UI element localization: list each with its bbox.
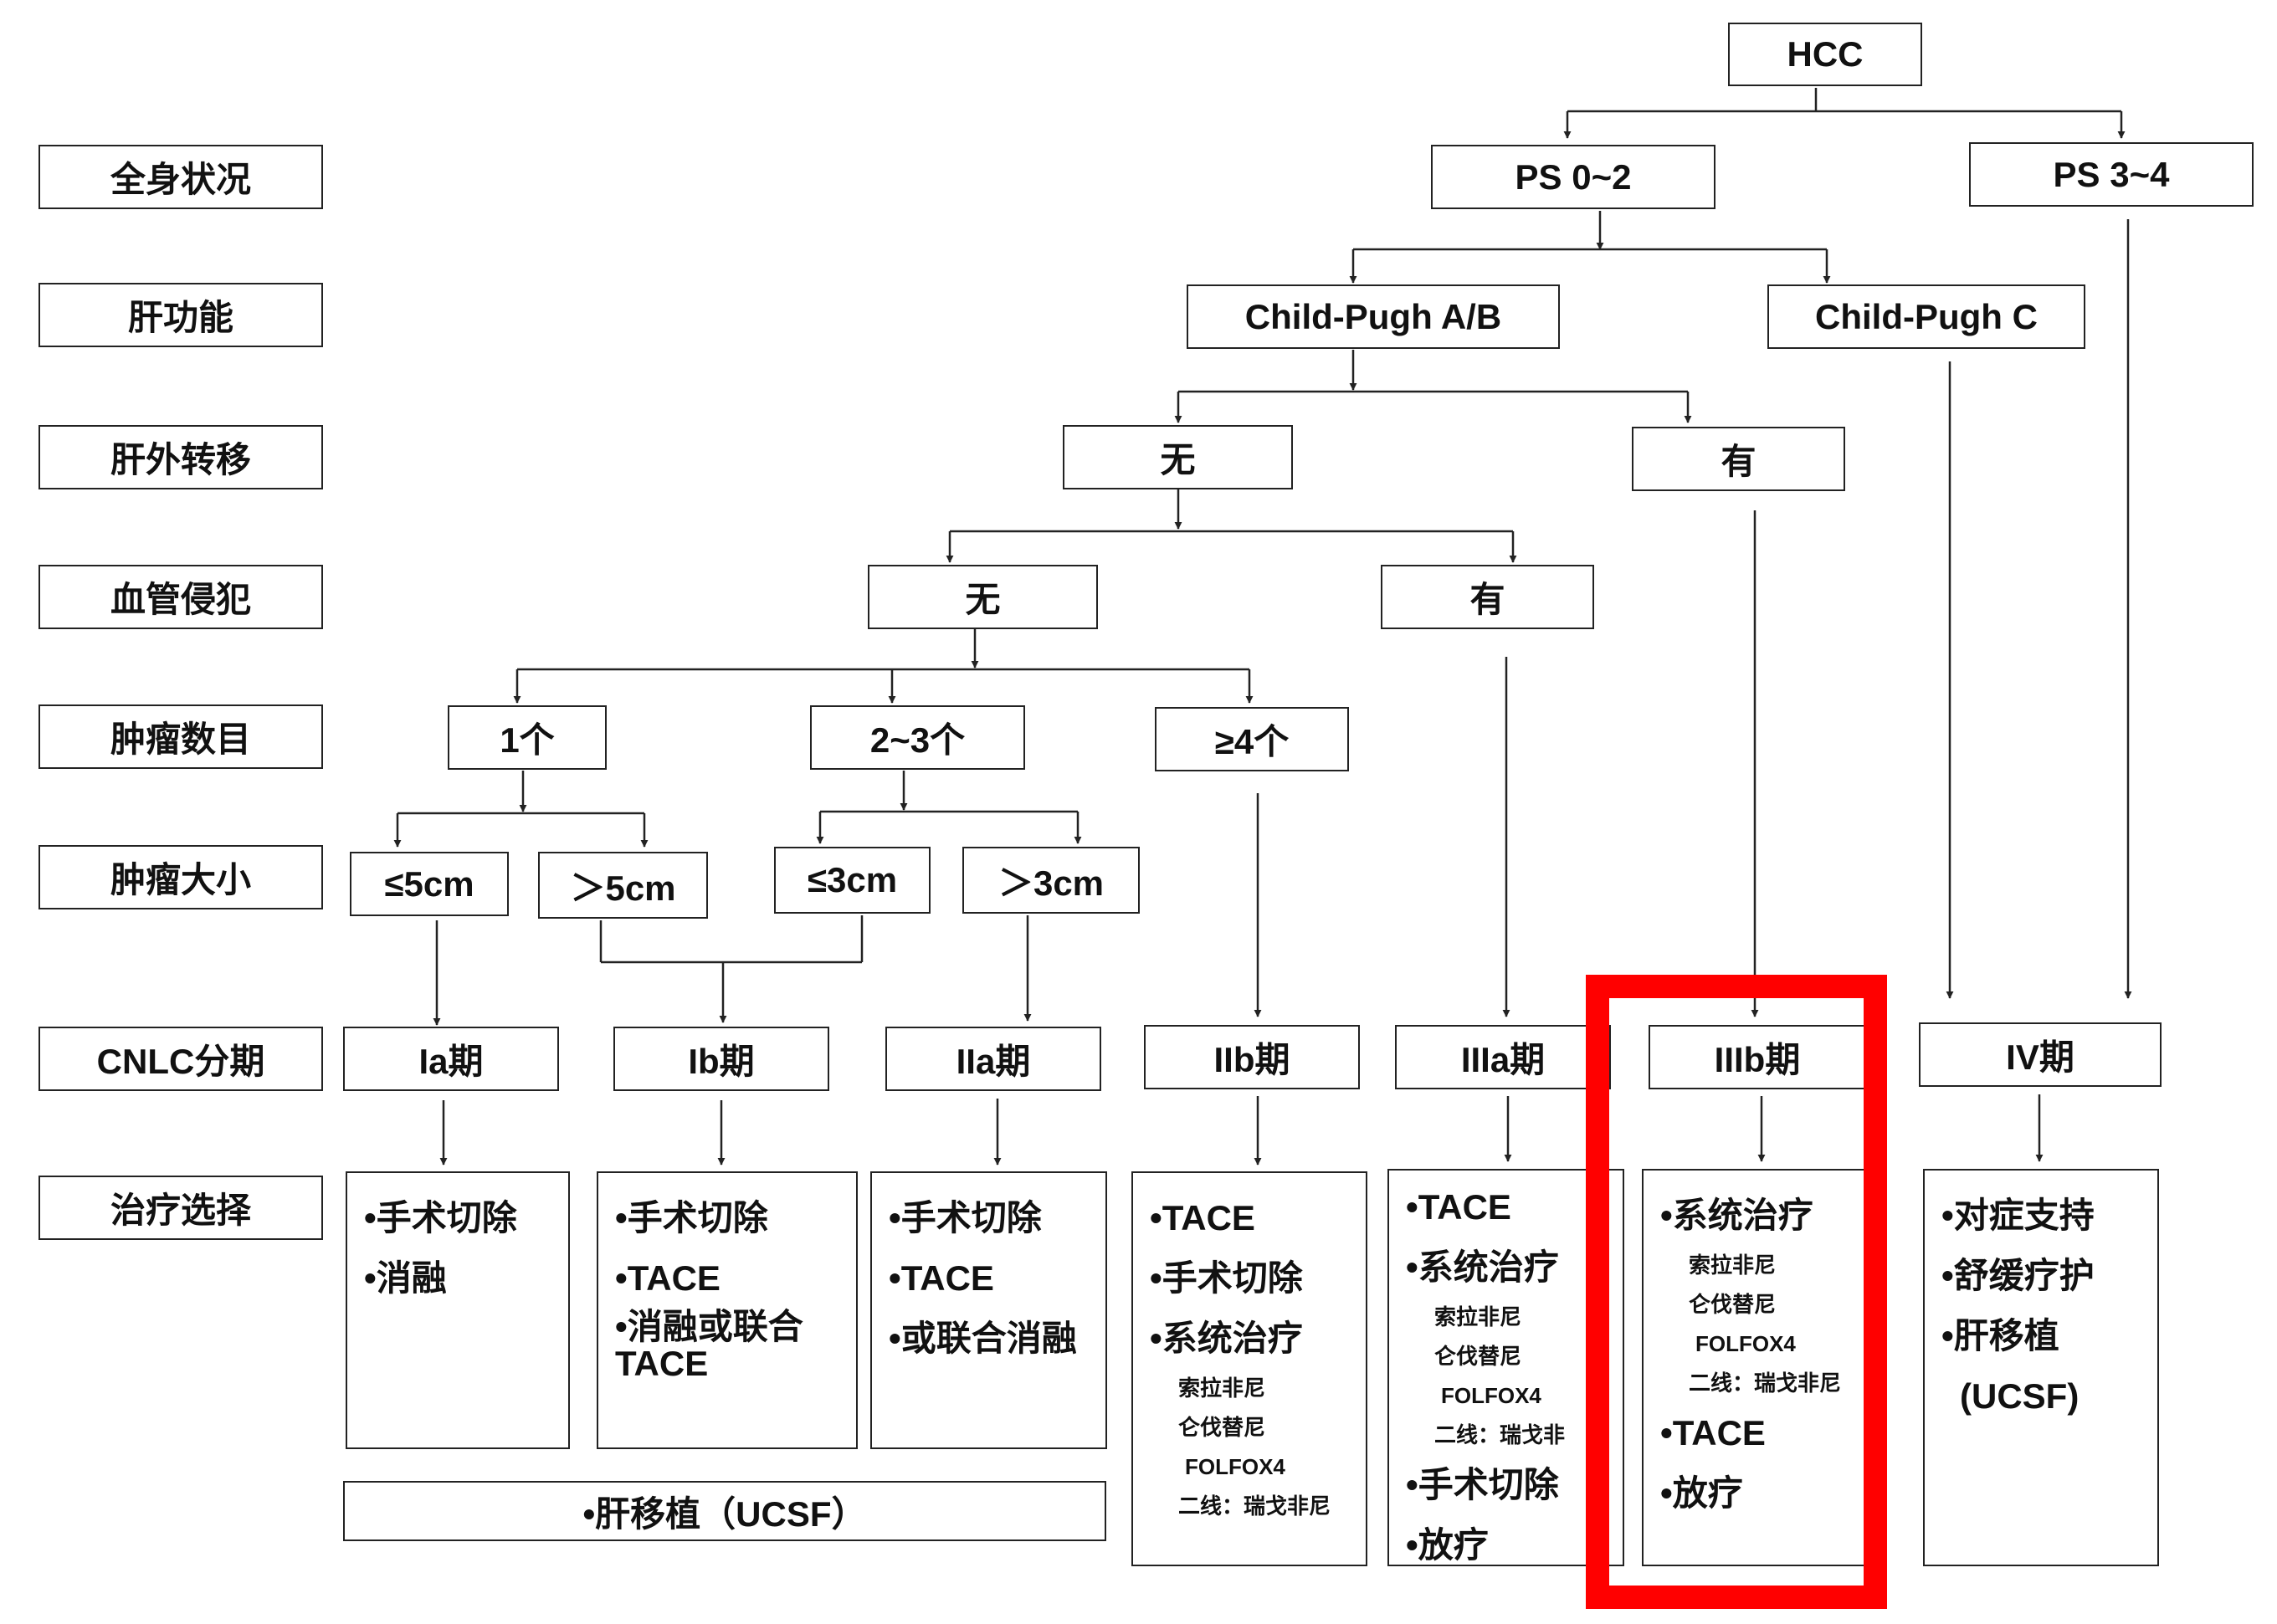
treatment-item: •TACE xyxy=(1406,1187,1511,1227)
treatment-iia: •手术切除 •TACE •或联合消融 xyxy=(870,1171,1107,1449)
treatment-item: •系统治疗 xyxy=(1406,1247,1559,1287)
treatment-item: •消融 xyxy=(364,1258,447,1298)
treatment-item: •舒缓疗护 xyxy=(1941,1256,2095,1295)
treatment-item: •手术切除 xyxy=(1150,1258,1303,1298)
treatment-item: •手术切除 xyxy=(615,1198,768,1237)
treatment-liver-transplant: •肝移植（UCSF） xyxy=(343,1481,1106,1541)
stage-iiia: IIIa期 xyxy=(1395,1025,1611,1089)
drug-name: FOLFOX4 xyxy=(1185,1454,1285,1479)
node-tumor-count-1: 1个 xyxy=(448,705,607,770)
drug-name: FOLFOX4 xyxy=(1441,1383,1541,1408)
row-label-liver-function: 肝功能 xyxy=(38,283,323,347)
treatment-iiia: •TACE •系统治疗 索拉非尼 仑伐替尼 FOLFOX4 二线：瑞戈非 •手术… xyxy=(1387,1169,1624,1566)
node-vascular-yes: 有 xyxy=(1381,565,1594,629)
drug-name: 索拉非尼 xyxy=(1689,1253,1777,1278)
node-ps-3-4: PS 3~4 xyxy=(1969,142,2254,207)
treatment-item: •放疗 xyxy=(1406,1525,1489,1565)
treatment-item: •TACE xyxy=(889,1258,994,1298)
stage-ia: Ia期 xyxy=(343,1027,559,1091)
row-label-tumor-size: 肿瘤大小 xyxy=(38,845,323,909)
row-label-cnlc-stage: CNLC分期 xyxy=(38,1027,323,1091)
node-tumor-count-ge4: ≥4个 xyxy=(1155,707,1349,771)
treatment-item: •TACE xyxy=(1150,1198,1255,1237)
node-size-gt-5cm: ＞5cm xyxy=(538,852,708,919)
treatment-item: •TACE xyxy=(615,1258,721,1298)
treatment-iib: •TACE •手术切除 •系统治疗 索拉非尼 仑伐替尼 FOLFOX4 二线：瑞… xyxy=(1131,1171,1367,1566)
node-metastasis-yes: 有 xyxy=(1632,427,1845,491)
drug-name: 二线：瑞戈非尼 xyxy=(1689,1370,1842,1396)
node-metastasis-no: 无 xyxy=(1063,425,1293,489)
drug-name: 索拉非尼 xyxy=(1178,1376,1266,1401)
treatment-item: •手术切除 xyxy=(1406,1465,1559,1504)
highlight-frame xyxy=(1586,975,1887,1609)
row-label-extrahepatic-metastasis: 肝外转移 xyxy=(38,425,323,489)
node-child-pugh-ab: Child-Pugh A/B xyxy=(1187,284,1560,349)
row-label-general-status: 全身状况 xyxy=(38,145,323,209)
treatment-item: •肝移植 xyxy=(1941,1316,2059,1355)
drug-name: 仑伐替尼 xyxy=(1434,1344,1522,1369)
node-vascular-no: 无 xyxy=(868,565,1098,629)
treatment-item: •消融或联合TACE xyxy=(615,1307,803,1383)
treatment-ib: •手术切除 •TACE •消融或联合TACE xyxy=(597,1171,858,1449)
treatment-item: (UCSF) xyxy=(1960,1376,2080,1416)
node-size-gt-3cm: ＞3cm xyxy=(962,847,1140,914)
treatment-item: •或联合消融 xyxy=(889,1319,1077,1358)
drug-name: FOLFOX4 xyxy=(1695,1331,1796,1356)
treatment-item: •手术切除 xyxy=(889,1198,1042,1237)
treatment-item: •系统治疗 xyxy=(1660,1196,1813,1235)
drug-name: 仑伐替尼 xyxy=(1178,1415,1266,1440)
treatment-item: •系统治疗 xyxy=(1150,1319,1303,1358)
stage-iia: IIa期 xyxy=(885,1027,1101,1091)
node-hcc: HCC xyxy=(1728,23,1922,86)
treatment-item: •放疗 xyxy=(1660,1473,1743,1513)
drug-name: 二线：瑞戈非尼 xyxy=(1178,1493,1331,1519)
treatment-iv: •对症支持 •舒缓疗护 •肝移植 (UCSF) xyxy=(1923,1169,2159,1566)
stage-iib: IIb期 xyxy=(1144,1025,1360,1089)
node-ps-0-2: PS 0~2 xyxy=(1431,145,1715,209)
treatment-item: •TACE xyxy=(1660,1413,1766,1452)
treatment-item: •手术切除 xyxy=(364,1198,517,1237)
node-tumor-count-2-3: 2~3个 xyxy=(810,705,1025,770)
treatment-ia: •手术切除 •消融 xyxy=(346,1171,570,1449)
drug-name: 索拉非尼 xyxy=(1434,1304,1522,1329)
row-label-treatment: 治疗选择 xyxy=(38,1176,323,1240)
stage-iv: IV期 xyxy=(1919,1022,2162,1087)
row-label-vascular-invasion: 血管侵犯 xyxy=(38,565,323,629)
row-label-tumor-number: 肿瘤数目 xyxy=(38,704,323,769)
node-child-pugh-c: Child-Pugh C xyxy=(1767,284,2085,349)
node-size-le-5cm: ≤5cm xyxy=(350,852,509,916)
node-size-le-3cm: ≤3cm xyxy=(774,847,931,914)
stage-ib: Ib期 xyxy=(613,1027,829,1091)
treatment-iiib: •系统治疗 索拉非尼 仑伐替尼 FOLFOX4 二线：瑞戈非尼 •TACE •放… xyxy=(1642,1169,1872,1566)
drug-name: 仑伐替尼 xyxy=(1689,1292,1777,1317)
treatment-item: •对症支持 xyxy=(1941,1196,2095,1235)
drug-name: 二线：瑞戈非 xyxy=(1434,1422,1566,1447)
